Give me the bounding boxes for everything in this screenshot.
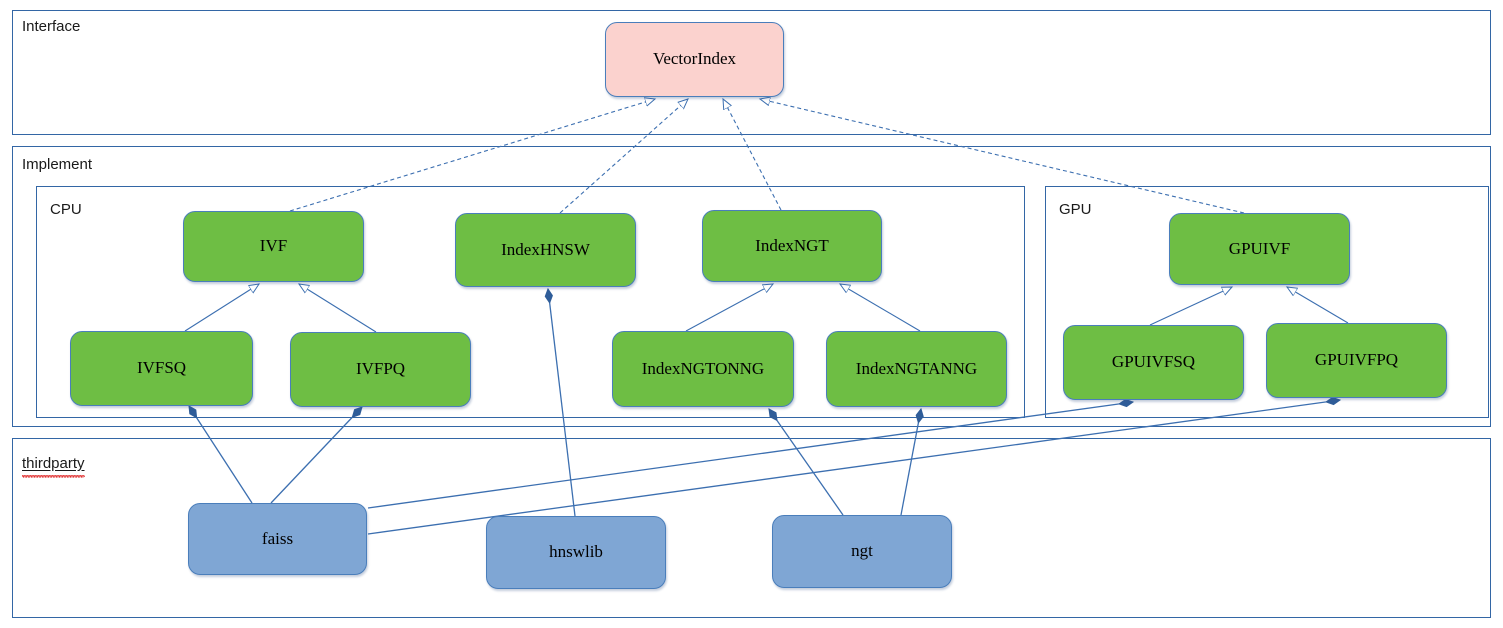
class-node-ngt[interactable]: ngt [772,515,952,588]
spellcheck-squiggle-icon [22,474,85,478]
class-node-indexhnsw[interactable]: IndexHNSW [455,213,636,287]
class-node-indexngt[interactable]: IndexNGT [702,210,882,282]
group-label-thirdparty: thirdparty [22,455,85,478]
class-node-faiss[interactable]: faiss [188,503,367,575]
class-node-ivfpq[interactable]: IVFPQ [290,332,471,407]
class-node-gpuivfpq[interactable]: GPUIVFPQ [1266,323,1447,398]
group-label-interface: Interface [22,18,81,35]
class-node-ivf[interactable]: IVF [183,211,364,282]
class-node-indexngtonng[interactable]: IndexNGTONNG [612,331,794,407]
group-label-gpu: GPU [1059,201,1092,218]
class-node-ivfsq[interactable]: IVFSQ [70,331,253,406]
group-label-cpu: CPU [50,201,82,218]
group-label-implement: Implement [22,156,93,173]
class-node-gpuivf[interactable]: GPUIVF [1169,213,1350,285]
class-node-indexngtanng[interactable]: IndexNGTANNG [826,331,1007,407]
class-node-vectorindex[interactable]: VectorIndex [605,22,784,97]
class-node-gpuivfsq[interactable]: GPUIVFSQ [1063,325,1244,400]
class-node-hnswlib[interactable]: hnswlib [486,516,666,589]
